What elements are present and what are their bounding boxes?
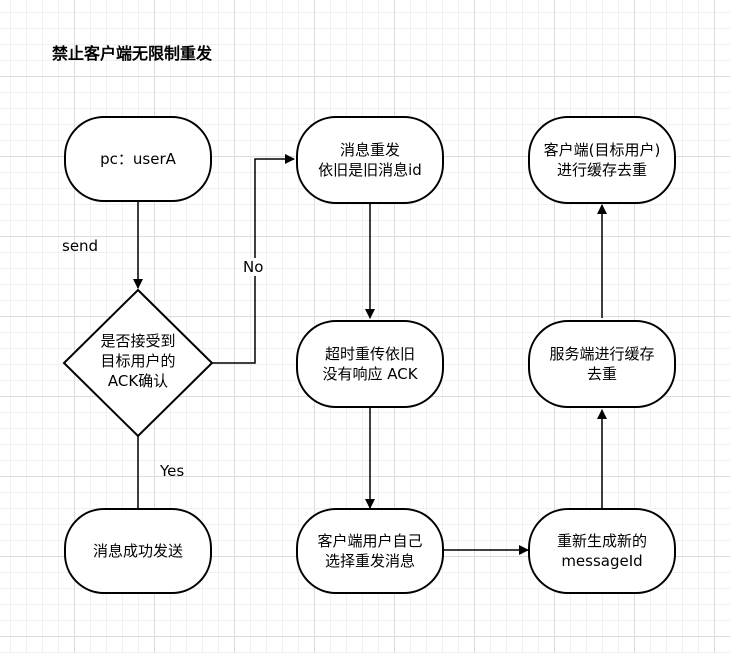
node-newid: 重新生成新的 messageId <box>528 508 676 594</box>
node-client: 客户端(目标用户) 进行缓存去重 <box>528 116 676 204</box>
edge-label-send: send <box>62 237 99 255</box>
node-success: 消息成功发送 <box>64 508 212 594</box>
node-timeout: 超时重传依旧 没有响应 ACK <box>296 320 444 408</box>
node-resend: 消息重发 依旧是旧消息id <box>296 116 444 204</box>
node-decision-label: 是否接受到 目标用户的 ACK确认 <box>100 332 176 390</box>
node-choose: 客户端用户自己 选择重发消息 <box>296 508 444 594</box>
edge-label-no: No <box>242 258 265 276</box>
diagram-title: 禁止客户端无限制重发 <box>52 44 213 63</box>
node-server: 服务端进行缓存 去重 <box>528 320 676 408</box>
edge-label-yes: Yes <box>160 462 185 480</box>
node-start: pc：userA <box>64 116 212 202</box>
